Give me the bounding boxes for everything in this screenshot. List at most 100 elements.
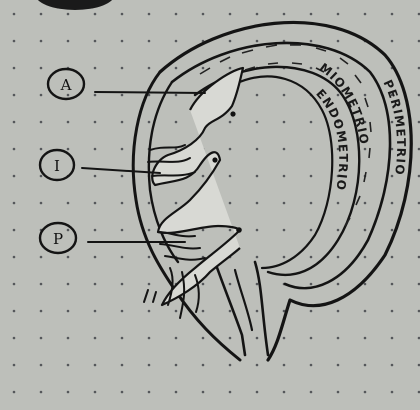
grid-dot [13,148,16,151]
grid-dot [121,337,124,340]
grid-dot [364,202,367,205]
grid-dot [256,175,259,178]
grid-dot [310,13,313,16]
grid-dot [337,94,340,97]
grid-dot [121,13,124,16]
grid-dot [13,94,16,97]
grid-dot [337,40,340,43]
grid-dot [283,337,286,340]
grid-dot [202,391,205,394]
grid-dot [94,202,97,205]
grid-dot [94,310,97,313]
grid-dot [391,310,394,313]
grid-dot [148,391,151,394]
grid-dot [229,391,232,394]
grid-dot [229,148,232,151]
perimetrium-inner-line [172,43,390,288]
grid-dot [283,229,286,232]
grid-dot [121,229,124,232]
grid-dot [175,13,178,16]
callout-a-letter: A [60,76,72,94]
grid-dot [337,202,340,205]
grid-dot [67,13,70,16]
grid-dot [256,40,259,43]
grid-dot [202,364,205,367]
grid-dot [148,337,151,340]
grid-dot [256,94,259,97]
grid-dot [121,283,124,286]
grid-dot [13,175,16,178]
grid-dot [229,337,232,340]
grid-dot [364,229,367,232]
grid-dot [67,229,70,232]
grid-dot [256,148,259,151]
grid-dot [337,337,340,340]
grid-dot [391,337,394,340]
grid-dot [121,121,124,124]
grid-dot [148,229,151,232]
grid-dot [13,229,16,232]
grid-dot [94,94,97,97]
grid-dot [364,94,367,97]
grid-dot [256,229,259,232]
grid-dot [94,148,97,151]
grid-dot [175,94,178,97]
grid-dot [148,13,151,16]
grid-dot [256,202,259,205]
grid-dot [310,391,313,394]
grid-dot [283,202,286,205]
grid-dot [283,121,286,124]
grid-dot [256,283,259,286]
grid-dot [13,256,16,259]
grid-dot [256,256,259,259]
grid-dot [13,67,16,70]
grid-dot [175,364,178,367]
grid-dot [310,283,313,286]
grid-dot [94,229,97,232]
grid-dot [40,121,43,124]
grid-dot [175,202,178,205]
grid-dot [391,202,394,205]
grid-dot [40,202,43,205]
grid-dot [283,256,286,259]
grid-dot [337,391,340,394]
grid-dot [148,310,151,313]
grid-dot [202,175,205,178]
grid-dot [337,364,340,367]
grid-dot [337,256,340,259]
grid-dot [13,202,16,205]
grid-dot [148,121,151,124]
grid-dot [202,310,205,313]
grid-dot [283,94,286,97]
grid-dot [67,40,70,43]
grid-dot [391,229,394,232]
grid-dot [121,148,124,151]
grid-dot [175,121,178,124]
grid-dot [94,67,97,70]
grid-dot [67,364,70,367]
grid-dot [283,13,286,16]
grid-dot [94,256,97,259]
grid-dot [40,40,43,43]
grid-dot [13,310,16,313]
grid-dot [310,67,313,70]
grid-dot [391,175,394,178]
grid-dot [229,175,232,178]
grid-dot [175,391,178,394]
grid-dot [67,94,70,97]
grid-dot [148,40,151,43]
grid-dot [229,283,232,286]
grid-dot [310,175,313,178]
grid-dot [94,283,97,286]
grid-dot [148,364,151,367]
grid-dot [364,364,367,367]
knob-i [212,157,217,162]
grid-dot [121,94,124,97]
grid-dot [67,391,70,394]
knob-p [236,227,242,233]
grid-dot [13,283,16,286]
grid-dot [175,67,178,70]
grid-dot [121,310,124,313]
